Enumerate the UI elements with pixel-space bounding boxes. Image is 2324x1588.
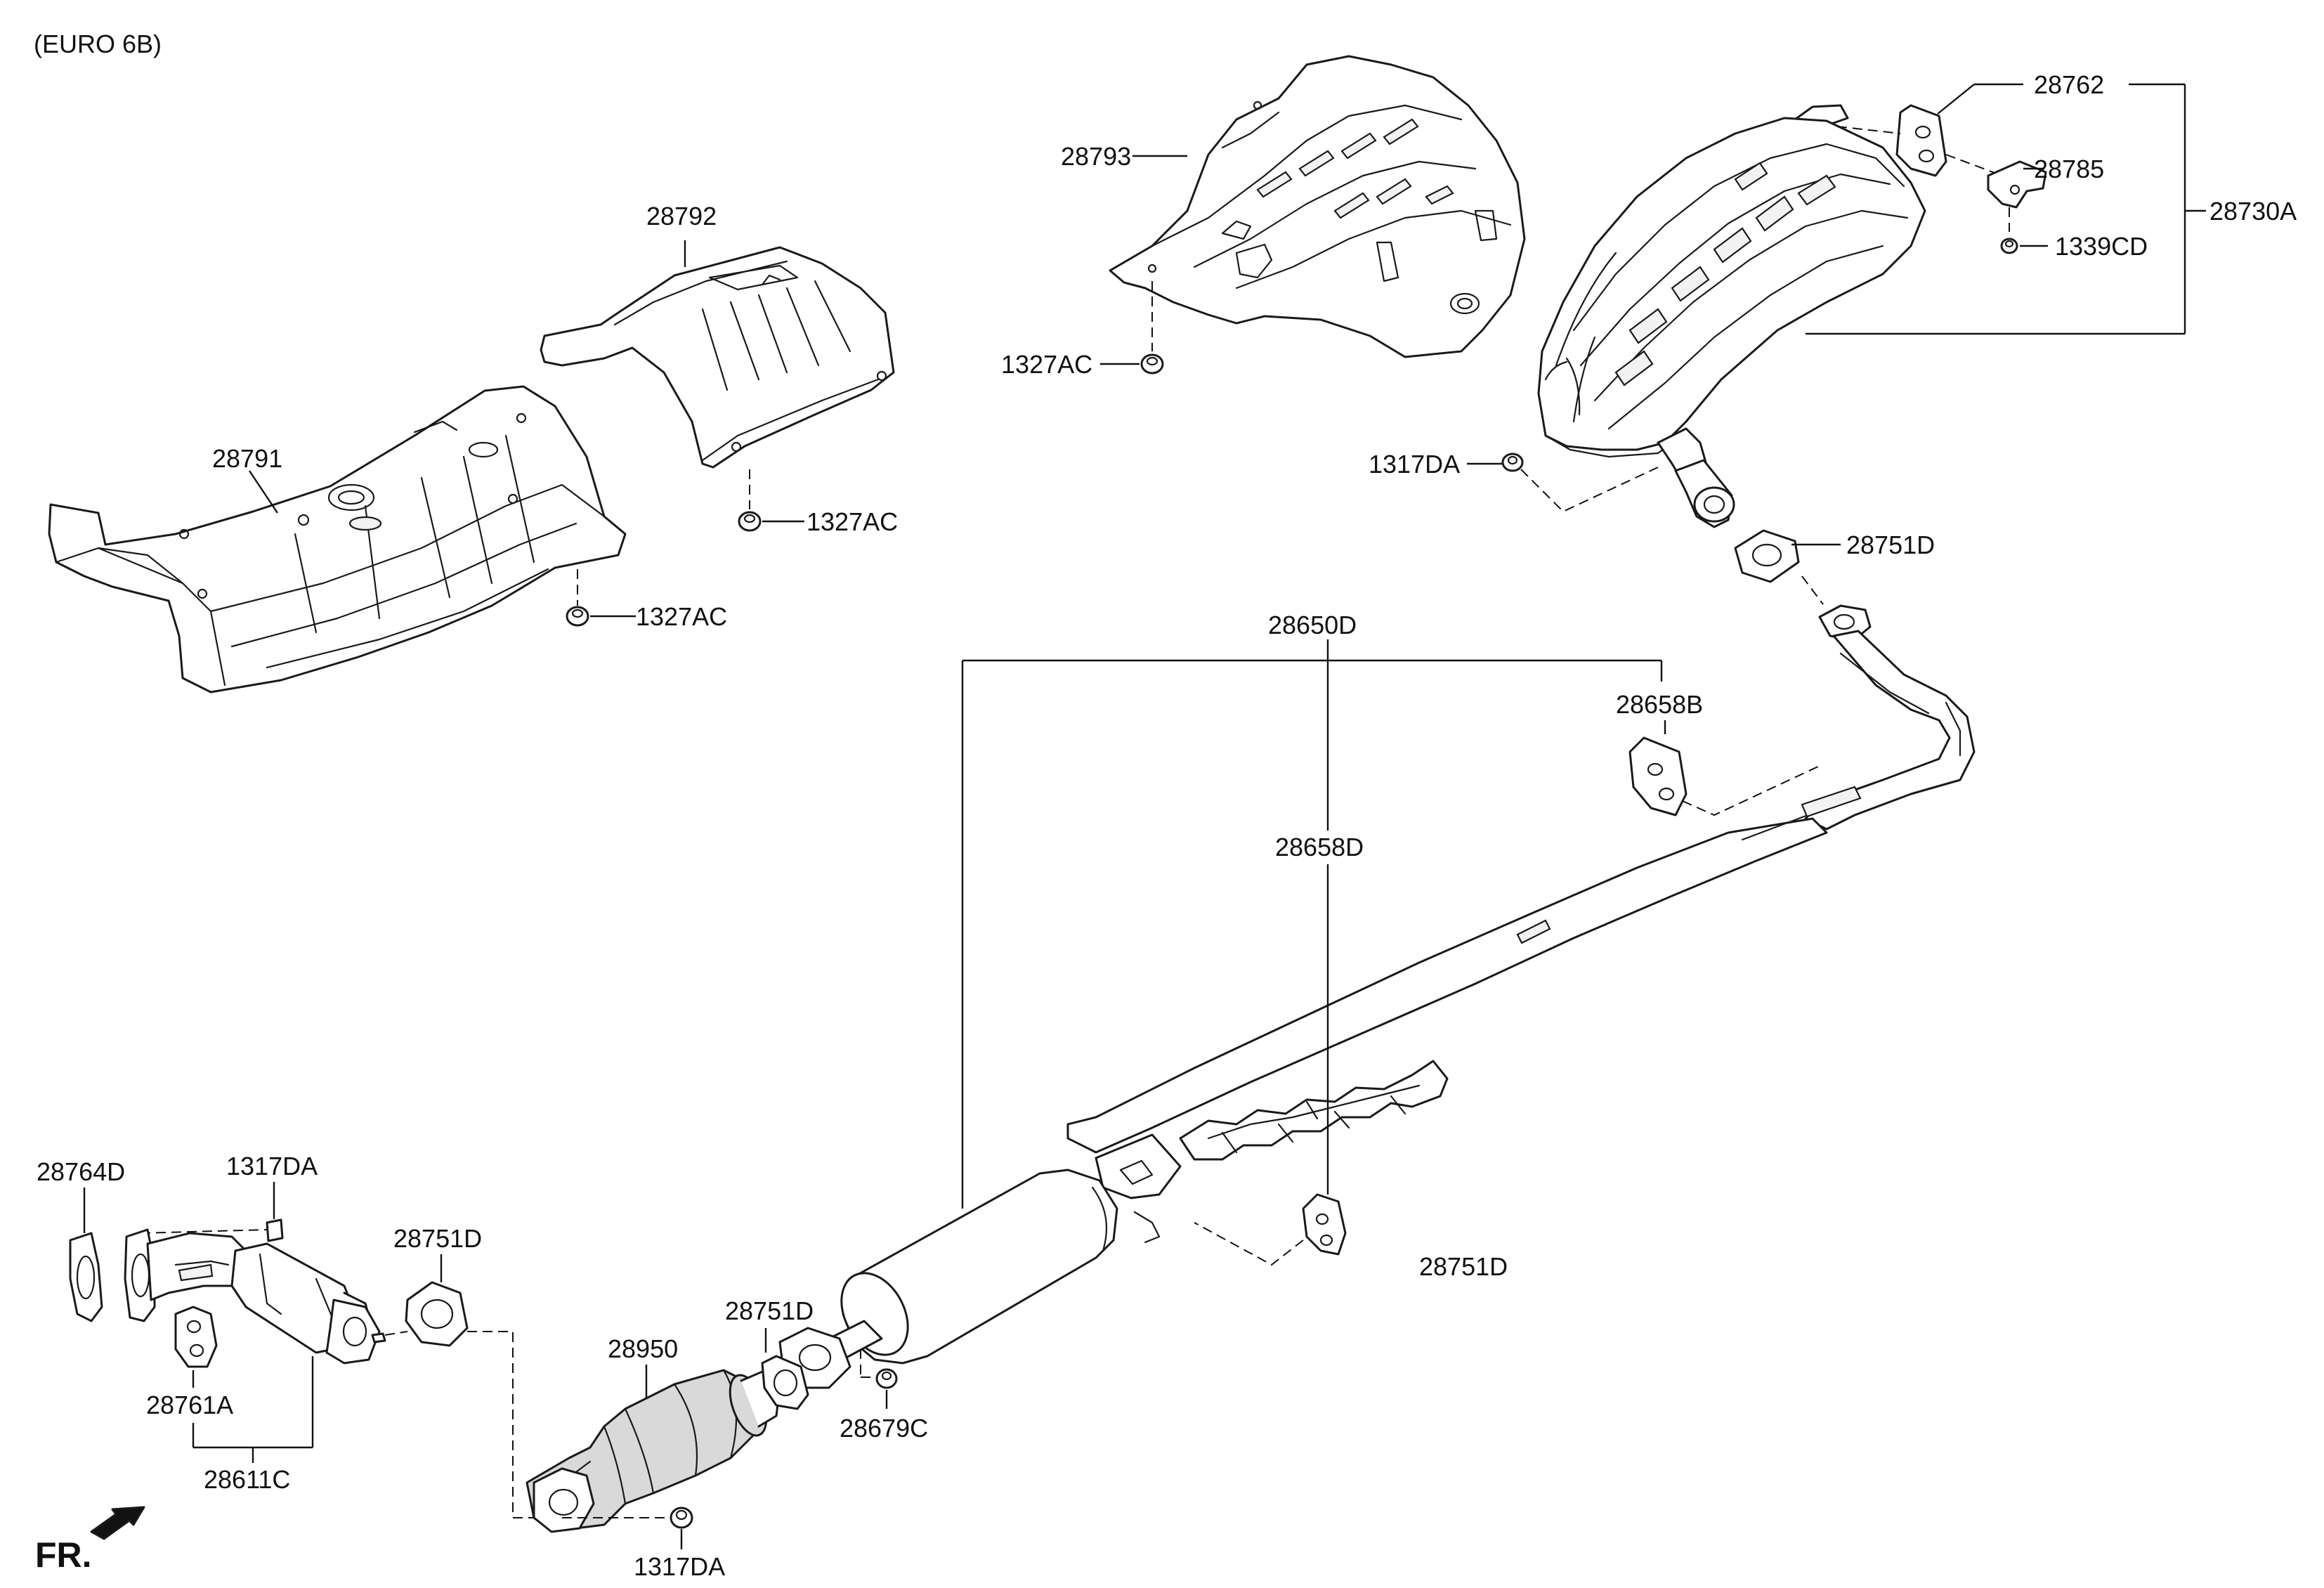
nut-1339cd[interactable] bbox=[2000, 237, 2018, 254]
label-1317da-bottom: 1317DA bbox=[634, 1552, 725, 1581]
stud-1317da-front[interactable] bbox=[266, 1218, 284, 1242]
label-1327ac-upper: 1327AC bbox=[807, 507, 898, 536]
label-28764d: 28764D bbox=[37, 1157, 125, 1186]
label-28761a: 28761A bbox=[146, 1391, 233, 1419]
label-28751d-middle: 28751D bbox=[725, 1296, 814, 1325]
heat-shield-28792[interactable] bbox=[540, 246, 895, 469]
nut-1327ac-shield-28793[interactable] bbox=[1140, 353, 1164, 375]
dash-1317da-muffler bbox=[1520, 467, 1659, 513]
gasket-28751d-middle[interactable] bbox=[761, 1355, 809, 1410]
label-28793: 28793 bbox=[1061, 142, 1131, 171]
label-28658b: 28658B bbox=[1616, 690, 1703, 719]
label-28791: 28791 bbox=[212, 444, 282, 473]
catalytic-converter-28950[interactable] bbox=[525, 1369, 781, 1533]
dash-hanger-28658b bbox=[1682, 765, 1820, 816]
label-28792: 28792 bbox=[646, 202, 717, 230]
dash-stud-front bbox=[140, 1229, 268, 1234]
label-28650d: 28650D bbox=[1268, 611, 1357, 639]
rubber-hanger-28658b[interactable] bbox=[1628, 736, 1687, 816]
rubber-hanger-28658d[interactable] bbox=[1302, 1193, 1347, 1256]
nut-1327ac-upper[interactable] bbox=[738, 511, 762, 532]
front-pipe-28611c[interactable] bbox=[124, 1228, 386, 1365]
muffler-inlet-pipe[interactable] bbox=[1657, 427, 1735, 528]
label-1327ac-lower: 1327AC bbox=[636, 602, 727, 631]
dash-hanger-28785 bbox=[1945, 154, 2003, 176]
dash-hanger-28762 bbox=[1836, 126, 1901, 134]
label-28785: 28785 bbox=[2034, 155, 2104, 183]
label-1339cd: 1339CD bbox=[2055, 232, 2148, 261]
label-28762: 28762 bbox=[2034, 70, 2104, 99]
label-28751d-upper: 28751D bbox=[1846, 531, 1935, 559]
rubber-hanger-28762[interactable] bbox=[1895, 104, 1947, 177]
label-28950: 28950 bbox=[608, 1334, 678, 1363]
gasket-28764d[interactable] bbox=[69, 1232, 103, 1322]
dash-front-pipe-gasket bbox=[384, 1331, 408, 1336]
nut-1317da-bottom[interactable] bbox=[670, 1506, 693, 1529]
label-1327ac-shield-28793: 1327AC bbox=[1001, 350, 1092, 379]
nut-1317da-muffler[interactable] bbox=[1501, 453, 1524, 472]
dash-hanger-28658d bbox=[1194, 1222, 1304, 1266]
nut-28679c[interactable] bbox=[875, 1368, 898, 1389]
heat-shield-28791[interactable] bbox=[48, 385, 627, 694]
heat-shield-28793[interactable] bbox=[1109, 55, 1526, 358]
front-direction-label: FR. bbox=[35, 1535, 92, 1575]
leader-28791 bbox=[249, 470, 278, 514]
nut-1327ac-lower[interactable] bbox=[566, 606, 589, 627]
bracket-28785[interactable] bbox=[1987, 160, 2047, 209]
label-28730a: 28730A bbox=[2209, 197, 2297, 226]
dash-gasket-upper bbox=[1801, 575, 1824, 605]
leader-28762 bbox=[1937, 84, 1975, 115]
variant-label: (EURO 6B) bbox=[34, 30, 162, 58]
rubber-hanger-28761a[interactable] bbox=[174, 1306, 218, 1368]
rear-muffler-28730a[interactable] bbox=[1537, 104, 1926, 458]
label-28751d-center: 28751D bbox=[1419, 1252, 1508, 1281]
front-direction-arrow-icon bbox=[90, 1506, 145, 1540]
label-28611c: 28611C bbox=[204, 1465, 290, 1494]
label-28679c: 28679C bbox=[840, 1414, 928, 1443]
label-1317da-front: 1317DA bbox=[226, 1152, 318, 1180]
gasket-28751d-upper[interactable] bbox=[1734, 529, 1800, 583]
label-28751d-front: 28751D bbox=[393, 1224, 482, 1253]
dash-gasket-front bbox=[467, 1331, 541, 1518]
label-28658d: 28658D bbox=[1275, 833, 1364, 861]
label-1317da-muffler: 1317DA bbox=[1369, 450, 1460, 479]
gasket-28751d-front[interactable] bbox=[405, 1281, 469, 1347]
main-exhaust-pipe-28650d[interactable] bbox=[778, 604, 1976, 1389]
